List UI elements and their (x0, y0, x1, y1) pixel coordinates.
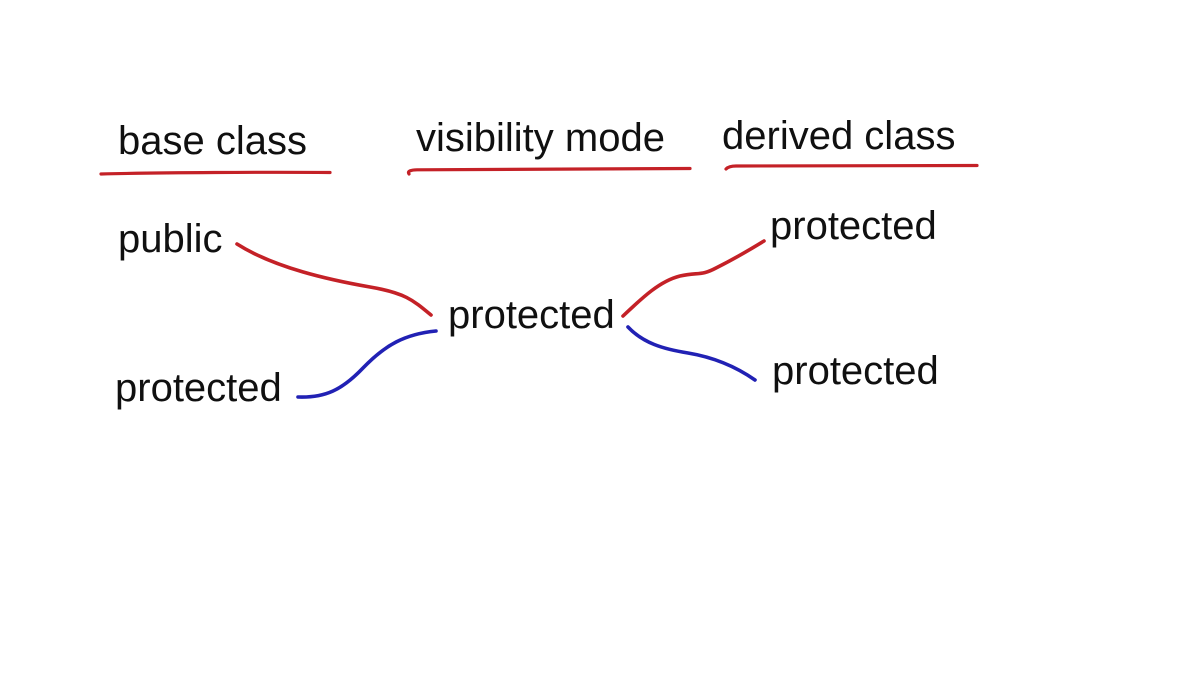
base-class-header-underline (99, 170, 332, 176)
base-class-protected-label: protected (115, 366, 282, 410)
base-class-public-label: public (118, 217, 223, 261)
connector-mode-to-derived-bottom (626, 325, 757, 382)
column-header-visibility-mode: visibility mode (416, 116, 665, 160)
visibility-mode-header-underline (406, 166, 692, 176)
column-header-base-class: base class (118, 119, 307, 163)
derived-class-protected-bottom-label: protected (772, 349, 939, 393)
connector-public-to-protected-mode (235, 242, 433, 317)
connector-protected-to-protected-mode (296, 329, 438, 399)
connector-mode-to-derived-top (621, 239, 766, 318)
derived-class-protected-top-label: protected (770, 204, 937, 248)
derived-class-header-underline (724, 163, 979, 171)
column-header-derived-class: derived class (722, 114, 956, 158)
visibility-mode-protected-label: protected (448, 293, 615, 337)
